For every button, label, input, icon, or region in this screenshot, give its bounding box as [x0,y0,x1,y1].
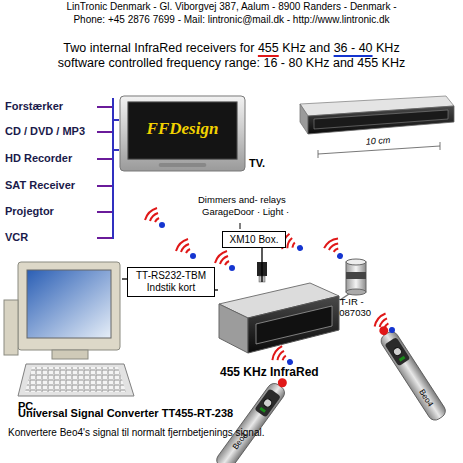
box-label: XM10 Box. [223,234,285,246]
device-label: PC. [18,400,36,413]
device-name: HD Recorder [5,152,72,165]
pc-illustration [4,262,134,396]
device-bracket [97,98,119,239]
tv-set: FFDesignTV. [119,95,246,172]
diagram-title: Universal Signal Converter TT455-RT-238 [18,407,233,420]
signal-converter: 455 KHz InfraRed [218,282,340,354]
company-address: LinTronic Denmark - Gl. Viborgvej 387, A… [0,1,463,13]
device-label: 455 KHz InfraRed [220,366,319,380]
interface-card-box: TT-RS232-TBM Indstik kort [127,267,215,297]
diagram-caption: Konvertere Beo4's signal til normalt fje… [8,427,265,439]
device-label: TV. [249,157,265,170]
connector-line [261,248,262,282]
screen-logo: FFDesign [119,119,246,139]
feature-note: software controlled frequency range: 16 … [0,56,463,70]
beo4-remote [374,322,448,423]
box-label: TT-RS232-TBM Indstik kort [128,270,214,293]
device-name: CD / DVD / MP3 [5,125,85,138]
device-name: Forstærker [5,100,63,113]
converter-outline [218,282,340,354]
dimension-label: 10 cm [365,135,390,147]
receiver-box-3d [300,96,454,158]
device-name: Projegtor [5,205,54,218]
company-contact: Phone: +45 2876 7699 - Mail: lintronic@m… [0,14,463,26]
ir-receiver [340,259,366,300]
pc-computer: PC. [4,258,122,398]
note-text: GarageDoor · Light · [202,207,289,218]
device-name: SAT Receiver [5,179,75,192]
feature-note: Two internal InfraRed receivers for 455 … [0,41,463,55]
note-text: Dimmers and- relays [198,195,286,206]
xm10-box: XM10 Box. [222,231,286,248]
connector-line [215,289,218,290]
device-name: VCR [5,231,28,244]
part-number: TT-IR - 8087030 [334,297,396,319]
